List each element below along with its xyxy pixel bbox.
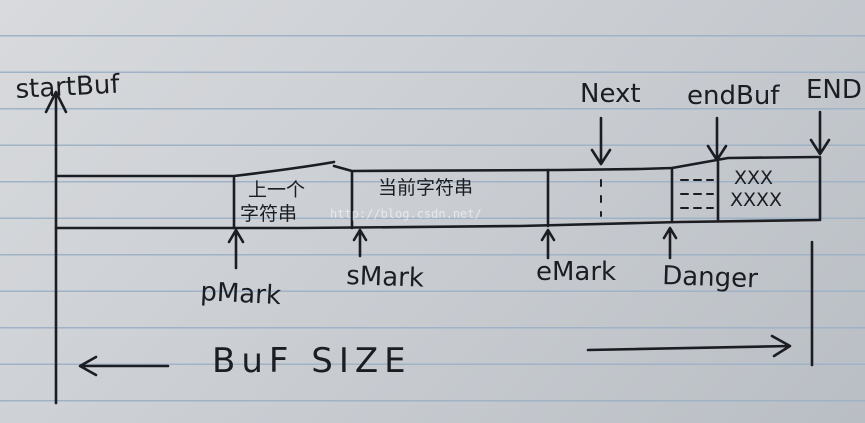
current-string-text: 当前字符串 xyxy=(378,177,473,199)
danger-arrow xyxy=(662,226,678,260)
end-arrow xyxy=(809,110,831,156)
endbuf-arrow xyxy=(706,116,728,162)
prev-string-line-1: 上一个 xyxy=(248,179,305,201)
smark-label: sMark xyxy=(346,261,425,294)
danger-label: Danger xyxy=(662,261,759,294)
prev-string-line-2: 字符串 xyxy=(240,203,297,225)
pmark-arrow xyxy=(227,228,245,270)
endbuf-label: endBuf xyxy=(687,81,780,111)
end-label: END xyxy=(806,75,862,105)
emark-label: eMark xyxy=(536,257,616,287)
crosses-row-1: XXX xyxy=(734,167,773,189)
buffer-bottom-edge xyxy=(54,218,820,230)
next-arrow xyxy=(590,116,612,166)
smark-arrow xyxy=(352,228,368,258)
crosses-row-2: XXXX xyxy=(730,189,782,211)
watermark-text: http://blog.csdn.net/ xyxy=(330,207,482,221)
bufsize-left-arrow xyxy=(78,355,170,377)
buffer-top-edge xyxy=(54,155,820,178)
startbuf-label: startBuf xyxy=(15,70,121,105)
bufsize-right-arrow xyxy=(586,334,792,358)
buf-size-label: BuF SIZE xyxy=(212,341,412,381)
pmark-label: pMark xyxy=(200,277,282,311)
emark-arrow xyxy=(540,228,556,260)
next-label: Next xyxy=(580,79,641,109)
startbuf-arrow-head xyxy=(44,90,68,114)
